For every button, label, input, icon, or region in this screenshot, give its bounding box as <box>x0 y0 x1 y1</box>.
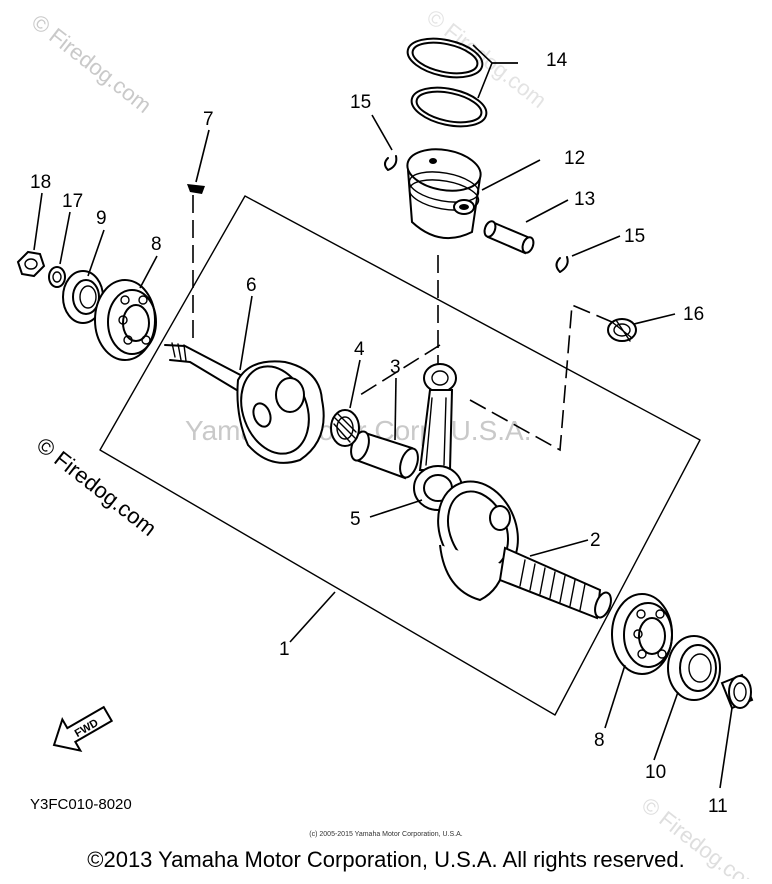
callout-8-right: 8 <box>594 730 605 751</box>
callout-6: 6 <box>246 275 257 296</box>
pin-dashed-line <box>359 344 441 396</box>
callout-13: 13 <box>574 189 595 210</box>
piston-rings <box>406 37 488 128</box>
watermark-top-left: © Firedog.com <box>27 9 156 118</box>
callout-4: 4 <box>354 339 365 360</box>
footer-copyright: ©2013 Yamaha Motor Corporation, U.S.A. A… <box>87 847 684 872</box>
small-end-bearing <box>607 318 637 342</box>
callout-10: 9 <box>96 208 107 229</box>
callout-15-top: 15 <box>350 92 371 113</box>
callout-14: 14 <box>546 50 568 71</box>
crankshaft-left-half <box>164 342 325 464</box>
small-copyright: (c) 2005-2015 Yamaha Motor Corporation, … <box>309 831 462 838</box>
callout-1: 1 <box>279 639 290 660</box>
crankshaft-right-half <box>437 480 612 620</box>
assembly-outline <box>99 195 701 716</box>
callout-16: 16 <box>683 304 704 325</box>
callout-11: 11 <box>708 796 728 817</box>
bearing-left <box>94 279 157 361</box>
fwd-arrow: FWD <box>52 705 114 753</box>
piston-pin <box>483 220 535 255</box>
callout-numbers: 14 15 12 13 15 16 7 18 17 9 8 6 4 3 5 2 … <box>30 50 728 817</box>
nut <box>16 250 46 278</box>
woodruff-key <box>187 184 205 194</box>
big-end-bearing <box>330 409 360 447</box>
diagram-code: Y3FC010-8020 <box>30 796 132 813</box>
callout-7: 7 <box>203 109 214 130</box>
piston <box>406 148 482 239</box>
lock-washer <box>48 266 66 288</box>
needle-bearing-dashed-line <box>469 303 613 452</box>
callout-17: 17 <box>62 191 83 212</box>
callout-8-left: 8 <box>151 234 162 255</box>
oil-seal-right <box>667 635 721 701</box>
callout-18: 18 <box>30 172 51 193</box>
piston-pin-clip-right <box>555 256 569 273</box>
callout-12: 12 <box>564 148 585 169</box>
callout-15-right: 15 <box>624 226 645 247</box>
bearing-right <box>611 593 673 675</box>
leader-lines <box>33 44 733 789</box>
collar <box>720 673 754 710</box>
callout-3: 3 <box>390 357 401 378</box>
watermark-middle-left: © Firedog.com <box>32 432 161 541</box>
callout-5: 5 <box>350 509 361 530</box>
callout-2: 2 <box>590 530 601 551</box>
callout-9: 10 <box>645 762 666 783</box>
piston-pin-clip-left <box>384 155 398 171</box>
